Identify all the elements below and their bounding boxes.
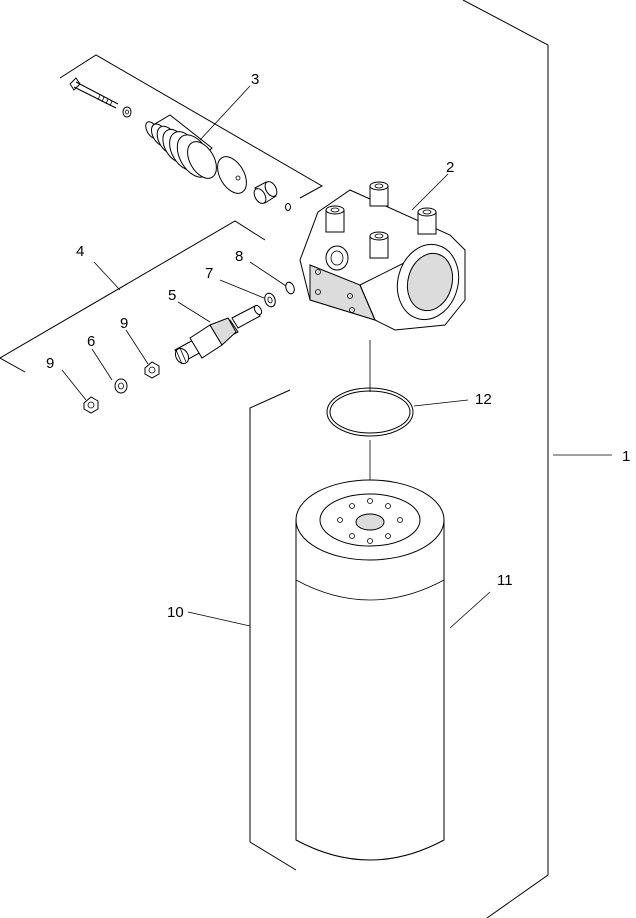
callout-5: 5	[168, 287, 176, 304]
callout-9-upper: 9	[120, 315, 128, 332]
leader-9a	[125, 329, 149, 365]
filter-bracket	[249, 389, 297, 871]
washer-7	[264, 292, 276, 308]
filter-cartridge	[295, 479, 445, 861]
group-bracket-4	[0, 220, 266, 373]
callout-labels: 1 2 3 4 5 6 7 8 9 9 10 11 12	[46, 71, 630, 621]
leader-2	[411, 173, 449, 211]
callout-6: 6	[87, 333, 95, 350]
o-ring-small	[285, 281, 295, 295]
callout-3: 3	[251, 71, 259, 88]
leader-5	[177, 301, 211, 323]
top-fitting-1	[369, 181, 389, 207]
leader-11	[449, 591, 491, 629]
filter-head-housing	[299, 181, 466, 331]
pin-part	[285, 203, 291, 211]
leader-3	[199, 85, 251, 141]
callout-2: 2	[446, 159, 454, 176]
leader-4	[93, 261, 121, 291]
leader-7	[219, 279, 265, 299]
top-fitting-2	[417, 207, 437, 235]
sleeve-part	[253, 181, 278, 204]
callout-8: 8	[235, 248, 243, 265]
assembly-bracket	[462, 0, 549, 918]
o-ring-large	[326, 387, 414, 437]
pressure-switch	[174, 304, 263, 365]
callout-10: 10	[167, 604, 184, 621]
callout-11: 11	[497, 572, 513, 589]
nut-upper	[144, 361, 160, 379]
washer-part	[122, 106, 132, 118]
nut-lower	[83, 396, 99, 414]
group-bracket-3	[59, 54, 324, 199]
callout-1: 1	[622, 448, 630, 465]
bolt-part	[69, 77, 119, 109]
leader-9b	[61, 369, 87, 401]
diaphragm-part	[217, 156, 247, 194]
callout-7: 7	[205, 265, 213, 282]
callout-9-lower: 9	[46, 355, 54, 372]
leader-10	[187, 611, 251, 627]
spring-part	[145, 114, 217, 179]
lock-washer	[114, 378, 128, 394]
leader-6	[91, 348, 113, 381]
leader-8	[249, 261, 287, 287]
leader-lines	[61, 85, 612, 629]
top-fitting-3	[325, 205, 345, 233]
callout-4: 4	[76, 243, 84, 260]
callout-12: 12	[475, 391, 492, 408]
top-fitting-4	[369, 231, 389, 259]
leader-12	[413, 399, 469, 407]
